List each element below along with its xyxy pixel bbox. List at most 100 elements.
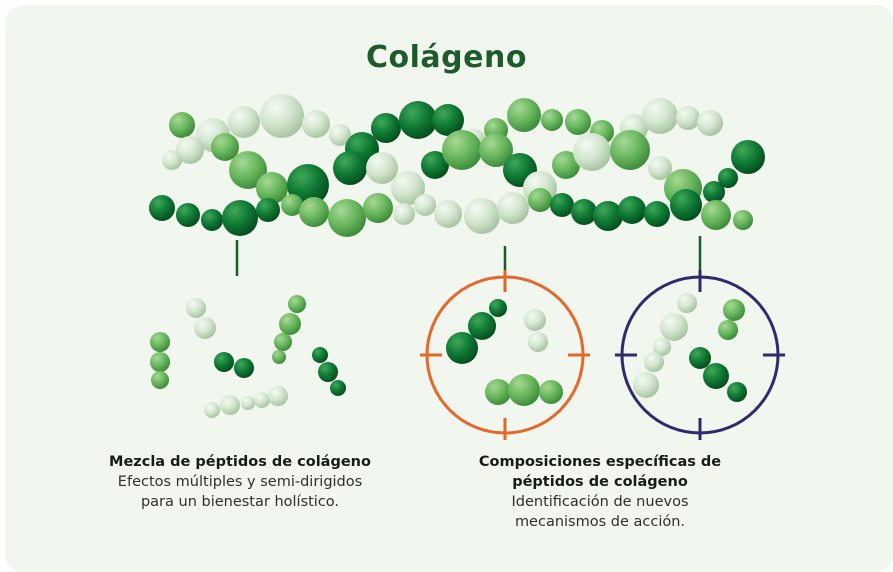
bead bbox=[653, 338, 671, 356]
bead bbox=[733, 210, 753, 230]
bead bbox=[393, 203, 415, 225]
bead bbox=[330, 380, 346, 396]
bead bbox=[571, 199, 597, 225]
bead bbox=[670, 189, 702, 221]
bead bbox=[391, 171, 425, 205]
caption-peptide-mix: Mezcla de péptidos de colágeno Efectos m… bbox=[90, 452, 390, 512]
bead bbox=[432, 104, 464, 136]
bead bbox=[718, 320, 738, 340]
bead bbox=[260, 94, 304, 138]
bead bbox=[363, 193, 393, 223]
bead bbox=[539, 380, 563, 404]
bead bbox=[479, 133, 513, 167]
bead bbox=[312, 347, 328, 363]
bead bbox=[644, 201, 670, 227]
bead bbox=[701, 200, 731, 230]
bead bbox=[176, 136, 204, 164]
bead bbox=[149, 195, 175, 221]
bead bbox=[150, 352, 170, 372]
bead bbox=[485, 379, 511, 405]
bead bbox=[528, 188, 552, 212]
bead bbox=[328, 199, 366, 237]
caption-specific-compositions: Composiciones específicas de péptidos de… bbox=[445, 452, 755, 532]
peptide-mix bbox=[150, 295, 346, 418]
bead bbox=[497, 192, 529, 224]
bead bbox=[541, 109, 563, 131]
bead bbox=[464, 198, 500, 234]
bead bbox=[508, 374, 540, 406]
bead bbox=[642, 98, 678, 134]
bead bbox=[676, 106, 700, 130]
caption-specific-line1: Identificación de nuevos bbox=[511, 494, 689, 510]
bead bbox=[222, 200, 258, 236]
bead bbox=[201, 209, 223, 231]
bead bbox=[299, 197, 329, 227]
bead bbox=[256, 172, 288, 204]
bead bbox=[214, 352, 234, 372]
bead bbox=[573, 133, 611, 171]
bead bbox=[552, 151, 580, 179]
bead bbox=[151, 371, 169, 389]
bead bbox=[446, 332, 478, 364]
bead bbox=[550, 193, 574, 217]
bead bbox=[288, 295, 306, 313]
caption-specific-heading-line1: Composiciones específicas de bbox=[478, 454, 722, 470]
caption-mix-line2: para un bienestar holístico. bbox=[140, 494, 340, 510]
bead bbox=[421, 151, 449, 179]
bead bbox=[254, 392, 270, 408]
bead bbox=[644, 352, 664, 372]
bead bbox=[228, 106, 260, 138]
bead bbox=[718, 168, 738, 188]
orange-target-icon bbox=[420, 270, 590, 440]
bead bbox=[723, 299, 745, 321]
bead bbox=[329, 124, 351, 146]
bead bbox=[660, 313, 688, 341]
bead bbox=[211, 133, 239, 161]
bead bbox=[279, 313, 301, 335]
bead bbox=[256, 198, 280, 222]
bead bbox=[220, 395, 240, 415]
bead bbox=[333, 151, 367, 185]
caption-specific-heading-line2: péptidos de colágeno bbox=[512, 474, 688, 490]
bead bbox=[229, 151, 267, 189]
bead bbox=[318, 362, 338, 382]
bead bbox=[194, 317, 216, 339]
caption-mix-heading: Mezcla de péptidos de colágeno bbox=[109, 454, 371, 470]
bead bbox=[697, 110, 723, 136]
bead bbox=[204, 402, 220, 418]
bead bbox=[241, 396, 255, 410]
page-title: Colágeno bbox=[366, 40, 527, 75]
bead bbox=[727, 382, 747, 402]
bead bbox=[150, 332, 170, 352]
bead bbox=[507, 98, 541, 132]
bead bbox=[618, 196, 646, 224]
bead bbox=[442, 130, 482, 170]
bead bbox=[186, 298, 206, 318]
bead bbox=[593, 201, 623, 231]
bead bbox=[677, 293, 697, 313]
caption-specific-line2: mecanismos de acción. bbox=[514, 514, 686, 530]
bead bbox=[648, 156, 672, 180]
bead bbox=[371, 113, 401, 143]
bead bbox=[434, 200, 462, 228]
bead bbox=[610, 130, 650, 170]
bead bbox=[565, 109, 591, 135]
bead bbox=[468, 312, 496, 340]
bead bbox=[399, 101, 437, 139]
bead bbox=[689, 347, 711, 369]
caption-mix-line1: Efectos múltiples y semi-dirigidos bbox=[117, 474, 363, 490]
collagen-chain bbox=[149, 94, 765, 237]
bead bbox=[528, 332, 548, 352]
bead bbox=[169, 112, 195, 138]
bead bbox=[234, 358, 254, 378]
bead bbox=[731, 140, 765, 174]
navy-target-icon bbox=[615, 270, 785, 440]
bead bbox=[414, 194, 436, 216]
bead bbox=[176, 203, 200, 227]
bead bbox=[633, 372, 659, 398]
bead bbox=[281, 194, 303, 216]
bead bbox=[302, 110, 330, 138]
background-panel bbox=[5, 5, 893, 572]
bead bbox=[268, 386, 288, 406]
